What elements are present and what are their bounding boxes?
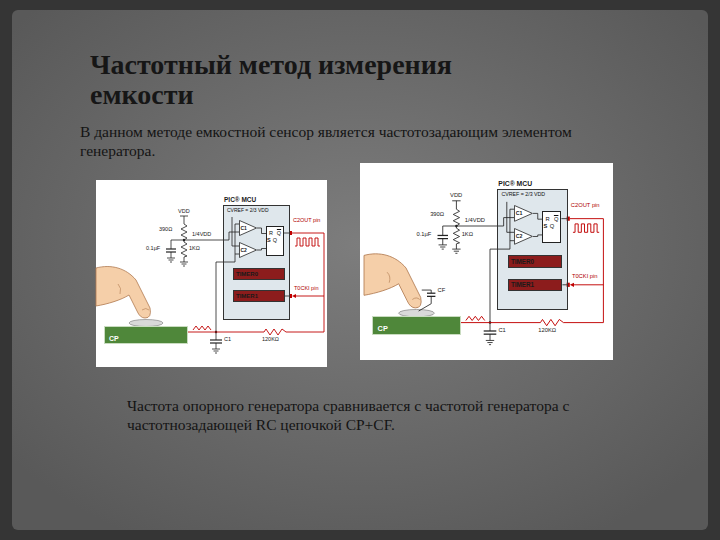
mcu-box: PIC® MCUCVREF = 2/3 VDDC1C2SQRQTIMER0TIM… xyxy=(497,189,567,310)
sr-latch: SQRQ xyxy=(542,211,561,243)
latch-pin: Q xyxy=(550,224,555,230)
comparator: C1 xyxy=(514,205,533,222)
sensor-pad: CP xyxy=(104,326,188,344)
latch-pin: Q xyxy=(277,231,281,237)
sensor-pad: CP xyxy=(372,316,460,335)
schematic-copy xyxy=(364,189,603,344)
schematic-label: 0.1µF xyxy=(146,246,160,252)
comparator-outline xyxy=(240,243,257,258)
reference-note: CVREF = 2/3 VDD xyxy=(227,208,269,213)
timer-box: TIMER0 xyxy=(233,268,285,280)
schematic-label: 120KΩ xyxy=(262,337,279,343)
comparator-text: C1 xyxy=(239,226,247,231)
reference-note: CVREF = 2/3 VDD xyxy=(501,192,545,197)
mcu-box: PIC® MCUCVREF = 2/3 VDDC1C2SQRQTIMER0TIM… xyxy=(223,205,290,320)
sensor-pad-text: CP xyxy=(105,335,119,344)
schematic-label: C2OUT pin xyxy=(293,218,320,224)
caption: Частота опорного генератора сравнивается… xyxy=(127,396,597,435)
schematic-label: 1KΩ xyxy=(189,246,200,252)
subtitle: В данном методе емкостной сенсор являетс… xyxy=(80,122,600,161)
image-panel xyxy=(360,163,613,360)
mcu-name: PIC® MCU xyxy=(498,181,532,188)
schematic-label: C2OUT pin xyxy=(571,203,600,209)
finger-capacitor xyxy=(419,290,436,311)
timer-box: TIMER1 xyxy=(233,290,285,302)
schematic-part xyxy=(427,293,435,294)
comparator: C2 xyxy=(514,228,533,245)
comparator-outline xyxy=(240,221,257,236)
mcu-name: PIC® MCU xyxy=(224,197,256,204)
latch-pin: S xyxy=(267,238,271,244)
schematic-label: C1 xyxy=(224,337,231,343)
latch-pin: Q xyxy=(273,238,277,244)
timer-box-text: TIMER1 xyxy=(234,293,260,299)
signal-wire xyxy=(533,235,542,237)
schematic-label: C1 xyxy=(498,328,505,334)
schematic-label: 390Ω xyxy=(159,227,172,233)
schematic-label: VDD xyxy=(178,209,190,215)
background xyxy=(12,10,708,530)
timer-box-text: TIMER1 xyxy=(509,282,536,288)
schematic-label: 390Ω xyxy=(430,212,444,218)
timer-box: TIMER1 xyxy=(508,279,563,292)
comparator-text: C2 xyxy=(239,248,247,253)
latch-pin: Q xyxy=(554,217,559,223)
schematic-label: 120KΩ xyxy=(538,328,556,334)
signal-wire xyxy=(533,213,542,219)
comparator-outline xyxy=(515,229,533,245)
schematic-part xyxy=(419,296,432,311)
timer-box: TIMER0 xyxy=(508,255,563,268)
schematic-label: 0.1µF xyxy=(417,232,432,238)
schematic-label: 1KΩ xyxy=(462,232,473,238)
sensor-pad-text: CP xyxy=(373,325,387,334)
comparator: C1 xyxy=(239,220,257,236)
schematic-label: T0CKI pin xyxy=(294,286,318,292)
image-panel xyxy=(96,180,327,367)
comparator-text: C1 xyxy=(514,211,522,216)
sr-latch: SQRQ xyxy=(266,226,284,256)
signal-wire xyxy=(257,228,266,234)
timer-box-text: TIMER0 xyxy=(509,259,536,265)
timer-box-text: TIMER0 xyxy=(234,271,260,277)
schematic-label: 1/4VDD xyxy=(465,218,485,224)
signal-wire xyxy=(257,249,266,251)
schematic-part xyxy=(422,290,431,291)
title: Частотный метод измерения емкости xyxy=(90,50,520,110)
latch-pin: R xyxy=(546,217,550,223)
latch-pin: S xyxy=(543,224,547,230)
latch-pin: R xyxy=(269,231,273,237)
comparator-text: C2 xyxy=(514,234,522,239)
comparator-outline xyxy=(515,206,533,222)
schematic-label: CF xyxy=(438,288,446,294)
comparator: C2 xyxy=(239,242,257,258)
schematic-label: 1/4VDD xyxy=(192,232,211,238)
schematic-label: T0CKI pin xyxy=(572,274,598,280)
schematic-label: VDD xyxy=(450,193,462,199)
schematic-copy xyxy=(96,205,324,353)
